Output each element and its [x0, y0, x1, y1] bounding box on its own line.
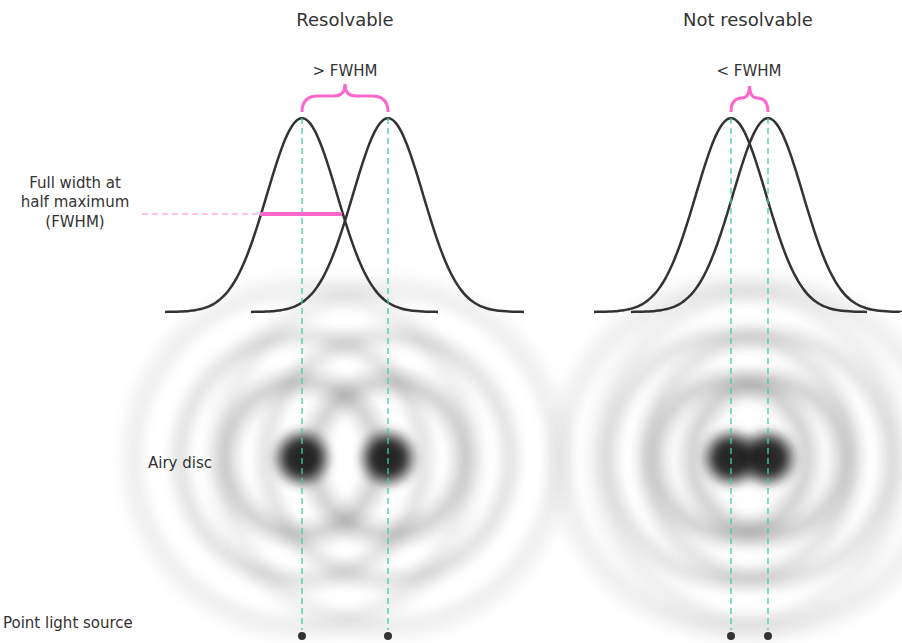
- guide-line: [767, 118, 768, 630]
- panel-title: Resolvable: [296, 8, 393, 31]
- airy-disc-group: [112, 268, 902, 643]
- panel-title: Not resolvable: [683, 8, 813, 31]
- guide-line: [387, 118, 388, 630]
- airy-pattern: [578, 268, 902, 643]
- guide-lines: [302, 118, 768, 630]
- point-sources: [298, 632, 772, 640]
- separation-label: > FWHM: [312, 62, 377, 82]
- guide-line: [730, 118, 731, 630]
- airy-label: Airy disc: [148, 454, 212, 474]
- pink-brace: [731, 86, 768, 112]
- point-source-dot: [298, 632, 306, 640]
- airy-pattern: [198, 268, 578, 643]
- leader-line: [142, 213, 260, 214]
- pink-brace: [302, 84, 388, 112]
- point-source-dot: [384, 632, 392, 640]
- guide-line: [301, 118, 302, 630]
- source-label: Point light source: [3, 614, 133, 634]
- fwhm-label: Full width at half maximum (FWHM): [14, 174, 136, 233]
- point-source-dot: [727, 632, 735, 640]
- separation-label: < FWHM: [716, 62, 781, 82]
- gaussian-curves: [165, 118, 901, 312]
- fwhm-bar: [260, 212, 342, 216]
- gaussian-curve: [631, 118, 901, 312]
- point-source-dot: [764, 632, 772, 640]
